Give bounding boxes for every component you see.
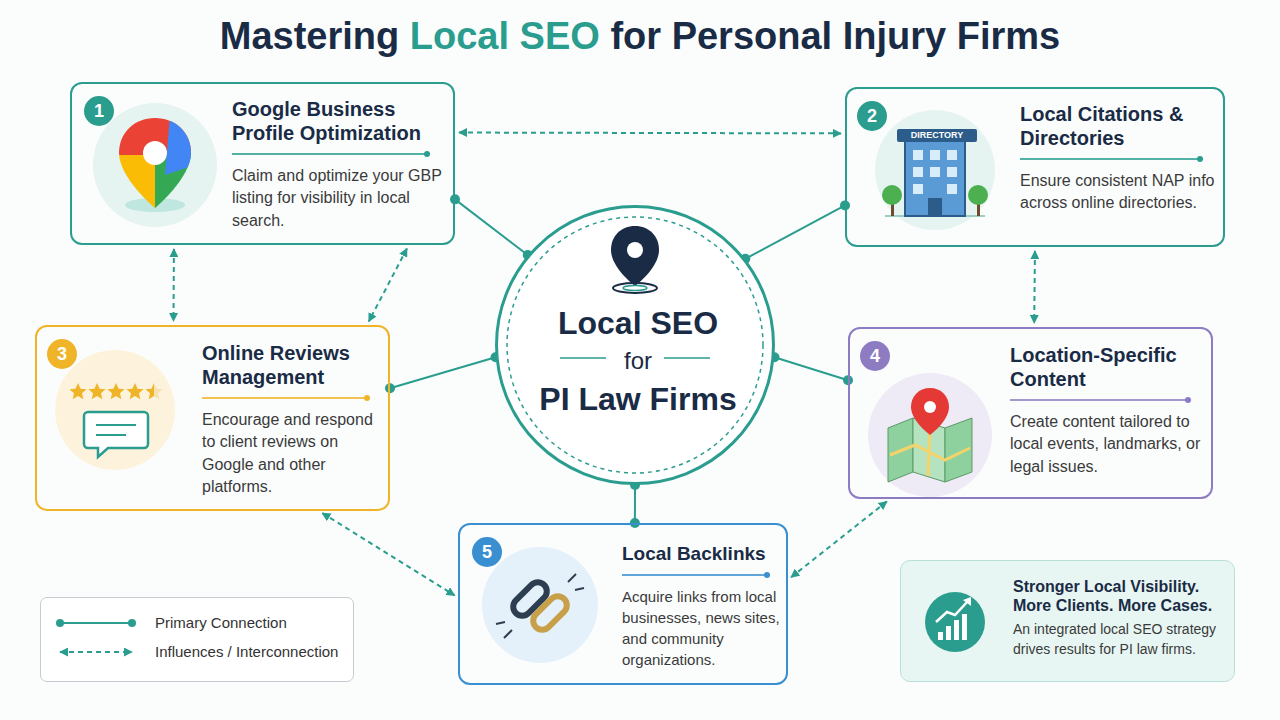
map-icon (868, 373, 992, 497)
box-body: Ensure consistent NAP info across online… (1020, 170, 1215, 215)
connector (322, 513, 454, 595)
map-pin-icon (93, 103, 217, 227)
underline-dot (424, 151, 430, 157)
box-heading: Online Reviews Management (202, 341, 387, 389)
box-body: Encourage and respond to client reviews … (202, 409, 387, 499)
center-title: Local SEO for PI Law Firms (498, 303, 778, 419)
title-word: Injury (843, 15, 946, 57)
callout-number: 3 (47, 339, 77, 369)
legend-solid-sample (60, 622, 132, 624)
connector-line (1033, 251, 1036, 323)
connector (450, 194, 533, 260)
connector-line (459, 132, 841, 135)
legend-dot (56, 619, 64, 627)
connector-line (791, 501, 887, 577)
center-title-line: for (498, 343, 778, 379)
box-body: An integrated local SEO strategy drives … (1013, 620, 1228, 659)
chain-link-icon (482, 547, 598, 663)
connector-line (172, 249, 174, 321)
legend-text: Primary Connection (155, 614, 287, 632)
connector-line (774, 357, 848, 380)
heading-underline (232, 153, 427, 155)
box-heading: Stronger Local Visibility. More Clients.… (1013, 577, 1228, 615)
underline-dot (364, 395, 370, 401)
connector (791, 501, 887, 577)
box-heading: Local Backlinks (622, 543, 782, 566)
growth-chart-icon (925, 592, 985, 652)
title-word: SEO (520, 15, 600, 57)
callout-number: 4 (860, 341, 890, 371)
connector (385, 352, 501, 393)
box-heading: Location-Specific Content (1010, 343, 1205, 391)
connector (369, 249, 407, 322)
underline-dot (1197, 156, 1203, 162)
connector (1034, 251, 1036, 323)
callout-number: 1 (84, 96, 114, 126)
box-body: Claim and optimize your GBP listing for … (232, 165, 442, 232)
heading-underline (202, 397, 367, 399)
underline-dot (764, 572, 770, 578)
box-body: Create content tailored to local events,… (1010, 411, 1205, 478)
title-word: for (610, 15, 661, 57)
connector-line (745, 205, 845, 258)
legend-dot (128, 619, 136, 627)
page-title: Mastering Local SEO for Personal Injury … (0, 12, 1280, 60)
connector-dot (385, 383, 395, 393)
center-decoration (507, 217, 763, 473)
connector (740, 200, 850, 263)
box-body: Acquire links from local businesses, new… (622, 586, 782, 670)
heading-underline (1020, 158, 1200, 160)
callout-number: 2 (857, 101, 887, 131)
center-title-line: PI Law Firms (498, 379, 778, 419)
connector (630, 480, 640, 528)
sign-label: DIRECTORY (897, 129, 977, 142)
legend-box (40, 597, 354, 682)
connector-line (322, 513, 454, 595)
connector-line (634, 485, 636, 523)
connector (769, 352, 853, 385)
box-heading: Local Citations & Directories (1020, 102, 1220, 150)
connector-line (390, 357, 496, 388)
connector-line (455, 199, 528, 255)
reviews-icon (55, 350, 175, 470)
connector (459, 132, 841, 134)
connector (173, 249, 174, 321)
box-heading: Google Business Profile Optimization (232, 97, 447, 145)
connector-dot (450, 194, 460, 204)
heading-underline (622, 574, 767, 576)
title-word: Mastering (220, 15, 399, 57)
callout-number: 5 (472, 537, 502, 567)
title-word: Local (410, 15, 509, 57)
heading-underline (1010, 399, 1188, 401)
title-word: Firms (957, 15, 1060, 57)
title-word: Personal (672, 15, 833, 57)
legend-dashed-sample (60, 651, 132, 653)
directory-building-icon (875, 110, 995, 230)
center-title-line: Local SEO (498, 303, 778, 343)
underline-dot (1185, 397, 1191, 403)
legend-text: Influences / Interconnection (155, 643, 338, 661)
connector-line (369, 249, 407, 322)
